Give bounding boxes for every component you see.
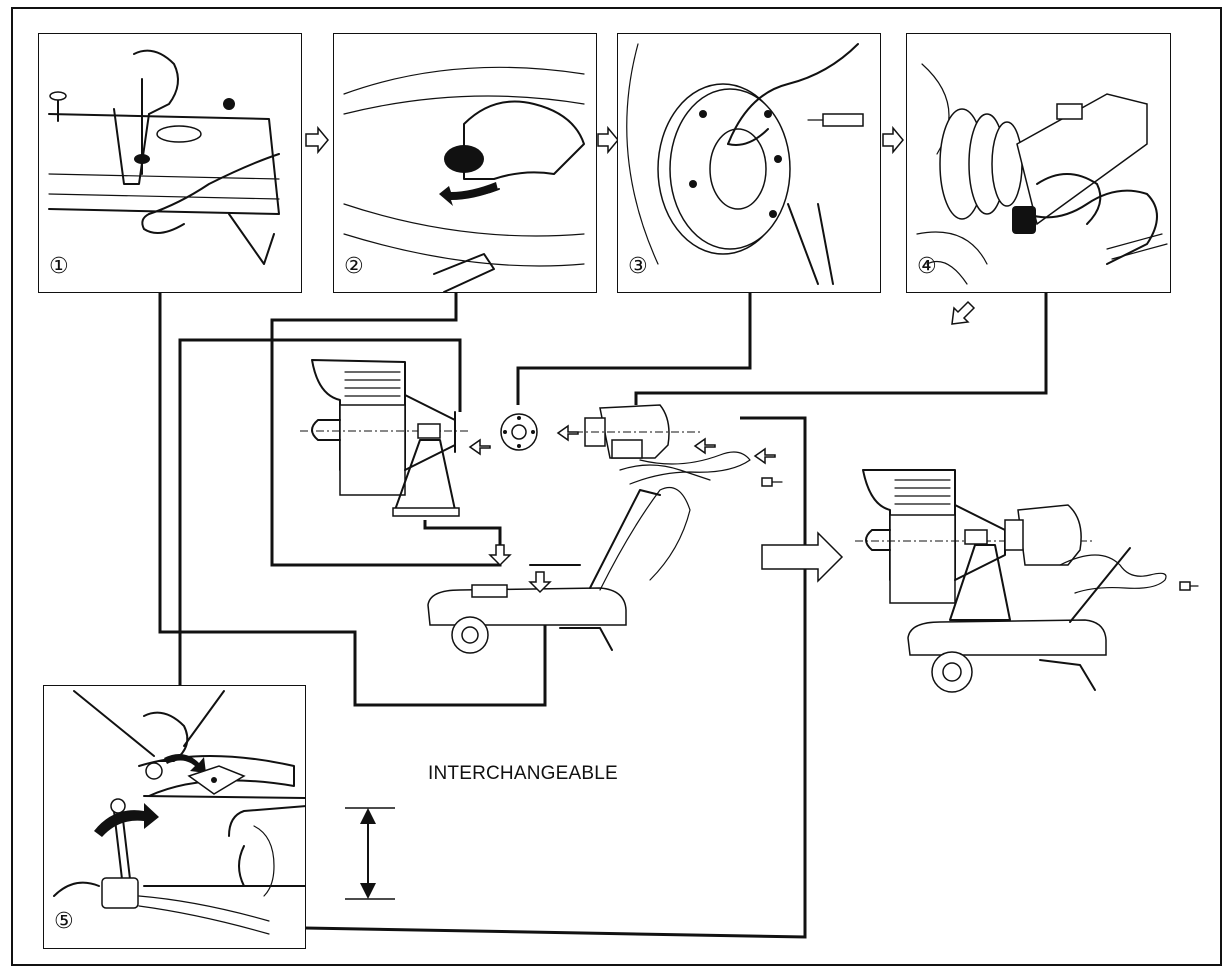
outer-frame <box>11 7 1222 966</box>
step-arrows <box>305 125 976 325</box>
step-2-number: ② <box>344 254 364 279</box>
step-1-illustration <box>48 49 280 265</box>
step-panel-5: ⑤ <box>43 685 306 949</box>
interchangeable-label: INTERCHANGEABLE <box>428 763 618 784</box>
assembled-heater <box>855 469 1199 693</box>
fan-housing-assembly <box>300 359 491 517</box>
step-4-number: ④ <box>917 254 937 279</box>
step-panel-1: ① <box>38 33 302 293</box>
step-3-illustration <box>626 43 864 285</box>
step-4-illustration <box>916 63 1168 285</box>
height-measure-arrow <box>345 807 395 900</box>
step-2-illustration <box>343 66 585 292</box>
burner-unit <box>575 404 783 487</box>
step-5-illustration <box>53 690 305 935</box>
assembly-arrow <box>761 531 844 583</box>
coupling-disk <box>500 413 579 451</box>
step-3-number: ③ <box>628 254 648 279</box>
step-panel-2: ② <box>333 33 597 293</box>
step-5-number: ⑤ <box>54 909 74 934</box>
step-panel-3: ③ <box>617 33 881 293</box>
trolley-tank <box>427 486 691 654</box>
step-panel-4: ④ <box>906 33 1171 293</box>
step-1-number: ① <box>49 254 69 279</box>
